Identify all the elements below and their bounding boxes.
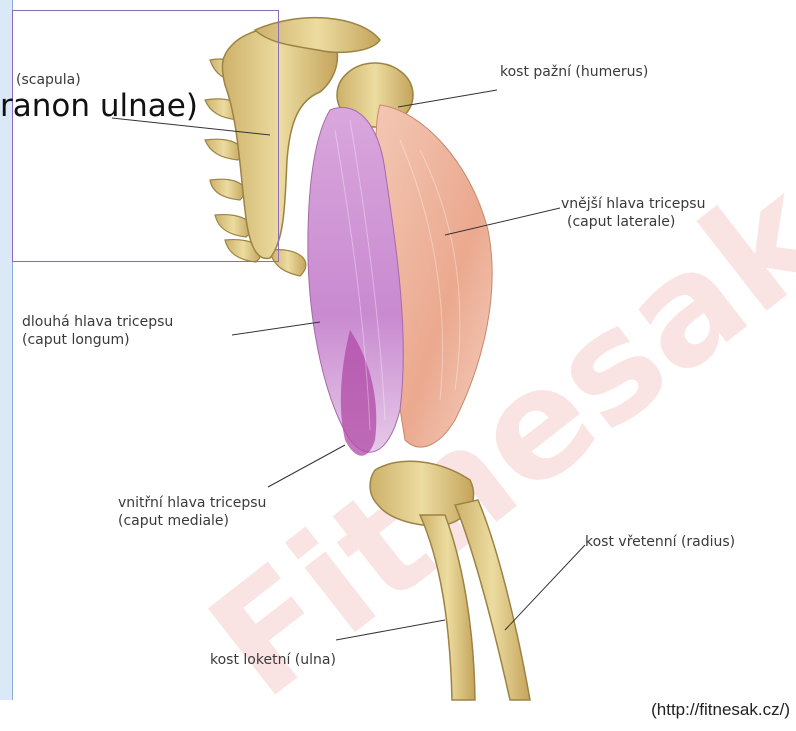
overlay-large-text: ranon ulnae) — [0, 88, 198, 124]
label-longum-line2: (caput longum) — [22, 332, 130, 349]
label-lateral-line1: vnější hlava tricepsu — [561, 196, 705, 213]
label-mediale-line1: vnitřní hlava tricepsu — [118, 495, 266, 512]
label-scapula: (scapula) — [16, 72, 81, 89]
source-credit: (http://fitnesak.cz/) — [651, 700, 790, 720]
label-mediale-line2: (caput mediale) — [118, 513, 229, 530]
label-ulna: kost loketní (ulna) — [210, 652, 336, 669]
label-longum-line1: dlouhá hlava tricepsu — [22, 314, 173, 331]
label-radius: kost vřetenní (radius) — [585, 534, 735, 551]
annotation-overlay-box — [12, 10, 279, 262]
label-lateral-line2: (caput laterale) — [567, 214, 675, 231]
label-humerus: kost pažní (humerus) — [500, 64, 648, 81]
